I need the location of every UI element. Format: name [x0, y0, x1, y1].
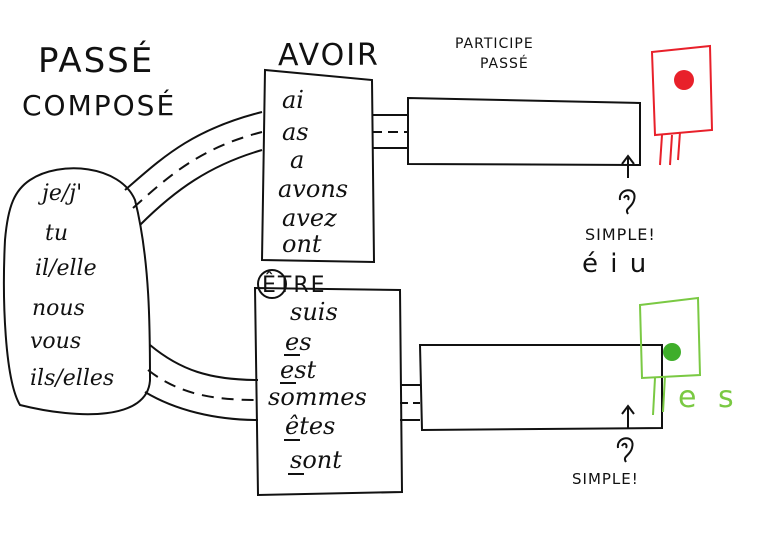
etre-forms: suis es est sommes êtes sont [268, 298, 367, 474]
pronoun-list: je/j' tu il/elle nous vous ils/elles [30, 181, 114, 391]
avoir-form-ont: ont [282, 230, 322, 258]
avoir-simple-note: SIMPLE! [585, 225, 656, 244]
avoir-box [260, 68, 376, 264]
etre-agreement-endings: e s [678, 380, 740, 415]
avoir-participle-arrow [621, 154, 635, 178]
pronoun-blob [2, 167, 152, 416]
etre-participle-arrow [621, 404, 635, 428]
etre-simple-note: SIMPLE! [572, 470, 639, 488]
green-light-icon [638, 296, 702, 416]
participle-header-line2: PASSÉ [480, 55, 529, 72]
etre-form-sommes: sommes [268, 383, 367, 411]
etre-circle-mark [257, 269, 287, 299]
ear-icon-2 [616, 437, 634, 463]
title-line1: PASSÉ [38, 40, 154, 81]
etre-form-suis: suis [290, 298, 338, 326]
road-to-etre [144, 344, 259, 421]
pronoun-ils-elles: ils/elles [30, 366, 114, 391]
etre-connector [400, 384, 420, 421]
pronoun-je: je/j' [37, 181, 82, 206]
etre-form-etes: êtes [285, 412, 335, 440]
avoir-endings: é i u [582, 249, 648, 279]
etre-header: ÊTRE [262, 272, 327, 298]
etre-form-est: est [280, 356, 317, 384]
pronoun-vous: vous [30, 329, 81, 354]
avoir-form-a: a [290, 146, 304, 174]
participle-header-line1: PARTICIPE [455, 36, 534, 52]
red-light-icon [650, 44, 714, 166]
pronoun-nous: nous [32, 296, 85, 321]
ear-icon [618, 189, 636, 215]
avoir-forms: ai as a avons avez ont [278, 86, 348, 258]
avoir-connector [372, 114, 408, 149]
road-to-avoir [124, 111, 263, 226]
etre-participle-box [418, 344, 663, 432]
pronoun-tu: tu [45, 221, 68, 246]
avoir-form-avez: avez [282, 204, 337, 232]
pronoun-il-elle: il/elle [35, 256, 97, 281]
etre-form-sont: sont [290, 446, 342, 474]
avoir-form-avons: avons [278, 175, 348, 203]
avoir-header: AVOIR [278, 38, 380, 73]
title-line2: COMPOSÉ [22, 88, 176, 122]
etre-box [253, 286, 404, 497]
avoir-participle-box [407, 96, 641, 167]
avoir-form-as: as [282, 118, 309, 146]
etre-form-es: es [285, 328, 312, 356]
etre-underlines [280, 354, 304, 475]
avoir-form-ai: ai [282, 86, 304, 114]
